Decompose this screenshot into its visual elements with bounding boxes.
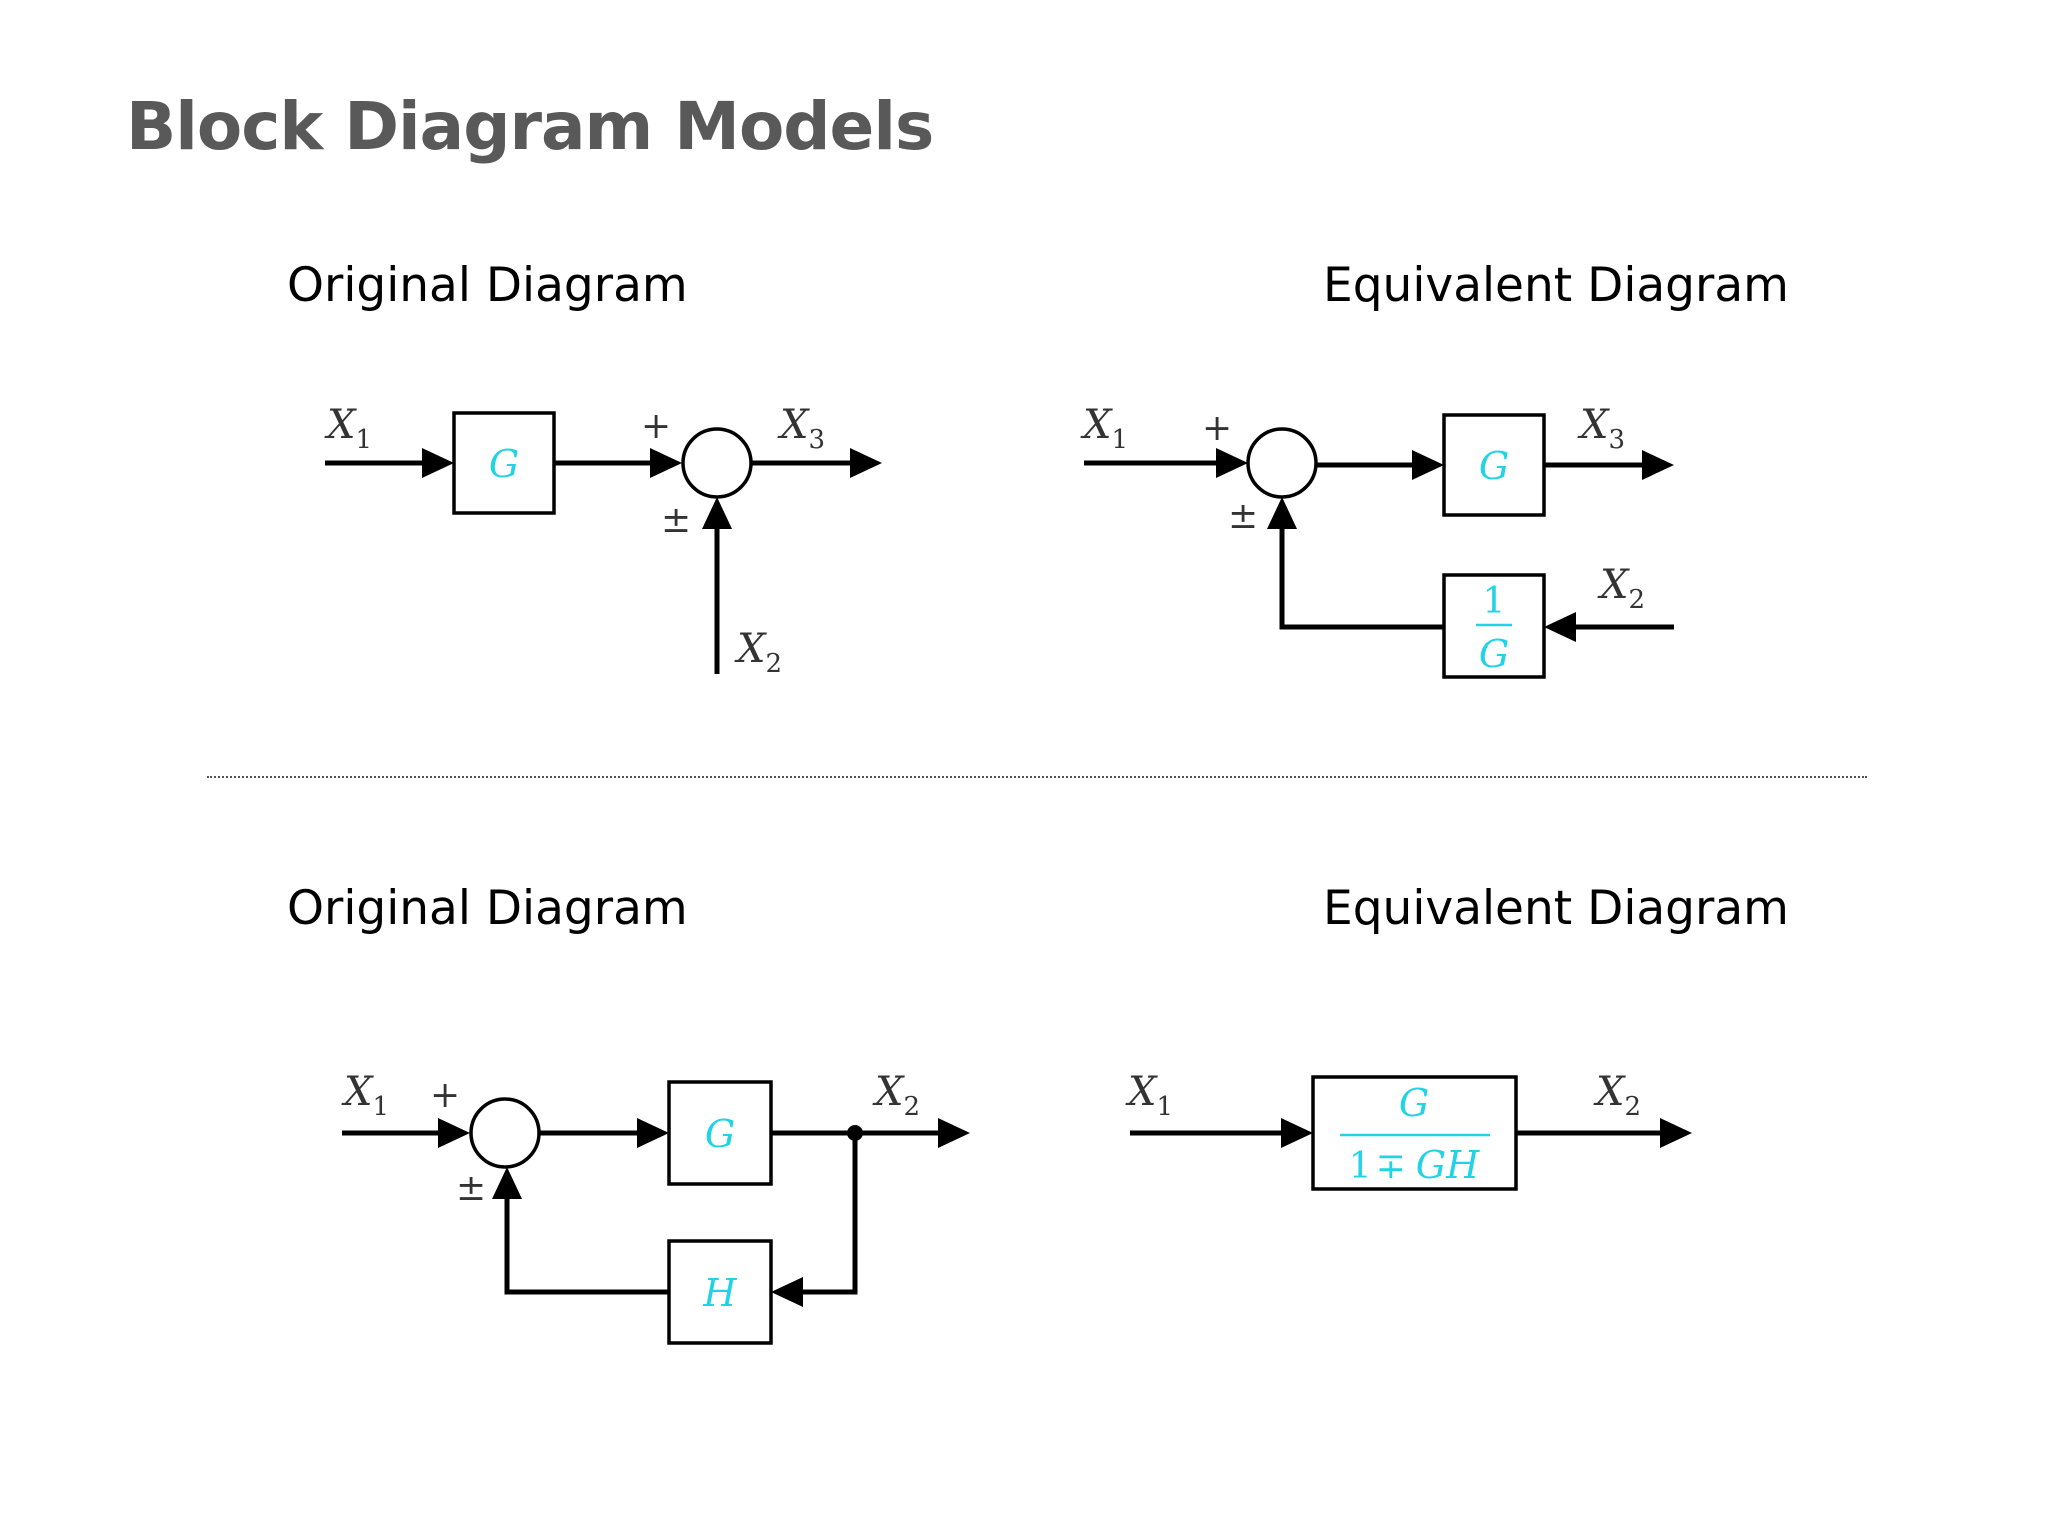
block-g: [452, 411, 556, 515]
sign-plus-minus: ±: [456, 1168, 486, 1209]
sign-plus: +: [430, 1075, 460, 1116]
diagram-bottom-left-original: G H X1 + ± X2: [341, 1069, 970, 1345]
sign-plus-minus: ±: [661, 500, 691, 541]
arrowhead: [1642, 450, 1674, 480]
sign-plus: +: [1202, 408, 1232, 449]
arrowhead: [702, 497, 732, 529]
arrowhead: [422, 448, 454, 478]
diagram-top-left-original: G X1 + ± X3 X2: [324, 402, 882, 679]
label-x1: X1: [1080, 402, 1128, 455]
sign-plus: +: [641, 406, 671, 447]
closed-loop-numerator: G: [1399, 1081, 1429, 1125]
block-g-label: G: [705, 1112, 735, 1156]
closed-loop-denominator: 1∓GH: [1349, 1143, 1480, 1187]
wire-h-to-sum: [504, 1193, 669, 1295]
diagram-bottom-right-equivalent: G 1∓GH X1 X2: [1125, 1069, 1692, 1191]
label-x2: X2: [734, 626, 782, 679]
arrowhead: [1267, 497, 1297, 529]
summing-junction: [469, 1097, 541, 1169]
label-x3: X3: [777, 402, 825, 455]
heading-equivalent-diagram-top: Equivalent Diagram: [1323, 258, 1789, 313]
arrowhead: [938, 1118, 970, 1148]
arrowhead: [1412, 450, 1444, 480]
diagram-top-right-equivalent: G 1 G X1 + ± X3 X2: [1080, 402, 1674, 679]
block-g-label: G: [1479, 444, 1509, 488]
summing-junction: [1246, 427, 1318, 499]
block-g: [1442, 413, 1546, 517]
heading-original-diagram-top: Original Diagram: [287, 258, 688, 313]
heading-original-diagram-bottom: Original Diagram: [287, 881, 688, 936]
block-inverse-g-denominator: G: [1479, 632, 1509, 676]
arrowhead: [492, 1167, 522, 1199]
arrowhead: [637, 1118, 669, 1148]
wire-inverse-to-sum: [1279, 523, 1444, 630]
arrowhead: [1660, 1118, 1692, 1148]
label-x1: X1: [341, 1069, 389, 1122]
block-closed-loop: [1311, 1075, 1518, 1191]
arrowhead: [850, 448, 882, 478]
section-divider: [207, 776, 1867, 778]
arrowhead: [650, 448, 682, 478]
arrowhead: [1544, 612, 1576, 642]
arrowhead: [1281, 1118, 1313, 1148]
wire-pickoff-to-h: [797, 1133, 858, 1295]
block-h-label: H: [702, 1271, 737, 1315]
heading-equivalent-diagram-bottom: Equivalent Diagram: [1323, 881, 1789, 936]
summing-junction: [681, 427, 753, 499]
slide-title: Block Diagram Models: [126, 88, 934, 165]
sign-plus-minus: ±: [1228, 496, 1258, 537]
label-x1: X1: [1125, 1069, 1173, 1122]
label-x2: X2: [1593, 1069, 1641, 1122]
block-g-label: G: [489, 442, 519, 486]
arrowhead: [438, 1118, 470, 1148]
label-x2: X2: [1597, 562, 1645, 615]
arrowhead: [771, 1277, 803, 1307]
block-inverse-g-numerator: 1: [1483, 581, 1506, 622]
arrowhead: [1216, 448, 1248, 478]
label-x1: X1: [324, 402, 372, 455]
label-x2: X2: [872, 1069, 920, 1122]
label-x3: X3: [1577, 402, 1625, 455]
